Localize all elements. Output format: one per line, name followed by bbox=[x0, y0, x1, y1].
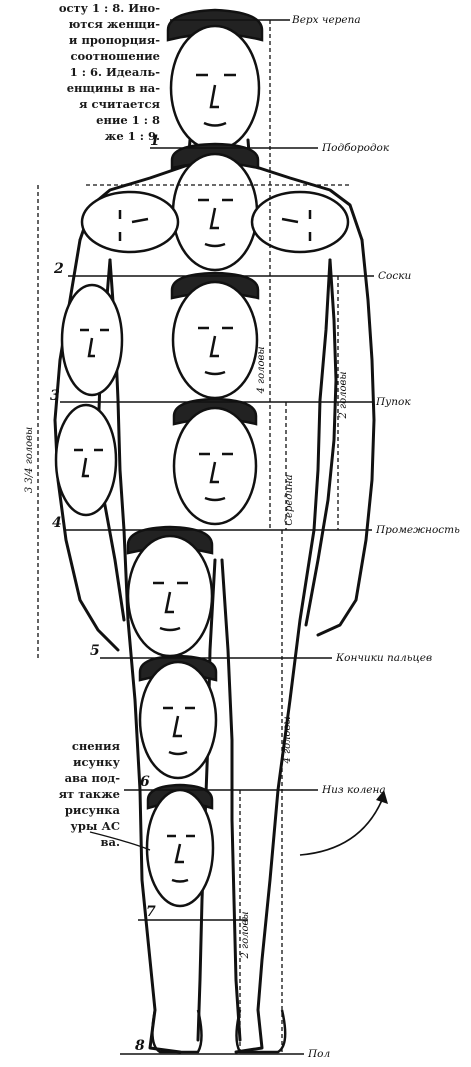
head-number-7: 7 bbox=[146, 904, 156, 920]
head-unit-7 bbox=[147, 785, 213, 906]
head-unit-3 bbox=[172, 273, 258, 398]
measure-shin: 2 головы bbox=[240, 912, 251, 960]
head-number-5: 5 bbox=[90, 643, 100, 659]
label-fingertips: Кончики пальцев bbox=[335, 652, 432, 664]
head-number-6: 6 bbox=[140, 774, 150, 790]
measure-lower-leg: 4 головы bbox=[282, 717, 293, 765]
right-labels: Верх черепа Подбородок Соски Пупок Проме… bbox=[291, 14, 460, 1060]
head-unit-2 bbox=[172, 144, 258, 270]
head-unit-sideways-right bbox=[252, 192, 348, 252]
head-number-1: 1 bbox=[150, 133, 160, 149]
label-below-knee: Низ колена bbox=[321, 784, 386, 796]
head-unit-sideways-left bbox=[82, 192, 178, 252]
measure-right-arm: 2 головы bbox=[338, 372, 349, 420]
head-unit-1 bbox=[168, 10, 262, 150]
curved-arrow bbox=[300, 800, 382, 855]
head-unit-4 bbox=[174, 399, 256, 524]
right-arm-inner bbox=[306, 260, 336, 625]
left-foot bbox=[152, 1010, 201, 1052]
label-crotch: Промежность bbox=[375, 524, 460, 536]
head-units bbox=[56, 10, 348, 906]
right-leg-inner bbox=[222, 560, 240, 1040]
label-floor: Пол bbox=[307, 1048, 330, 1060]
label-navel: Пупок bbox=[375, 396, 411, 408]
feet bbox=[152, 1010, 285, 1052]
head-unit-side-left-1 bbox=[62, 285, 122, 395]
label-top-of-head: Верх черепа bbox=[291, 14, 361, 26]
head-unit-5 bbox=[128, 527, 212, 656]
head-number-8: 8 bbox=[135, 1038, 145, 1054]
head-number-3: 3 bbox=[50, 388, 60, 404]
measure-middle: Середина bbox=[284, 474, 295, 525]
head-unit-side-left-2 bbox=[56, 405, 116, 515]
head-number-4: 4 bbox=[52, 515, 62, 531]
label-nipples: Соски bbox=[378, 270, 412, 282]
label-chin: Подбородок bbox=[321, 142, 390, 154]
measure-upper-right: 4 головы bbox=[256, 347, 267, 395]
head-number-2: 2 bbox=[53, 261, 64, 277]
right-leg-outer bbox=[236, 530, 314, 1052]
head-unit-6 bbox=[140, 656, 216, 778]
measure-left-arm: 3 3/4 головы bbox=[24, 427, 35, 493]
